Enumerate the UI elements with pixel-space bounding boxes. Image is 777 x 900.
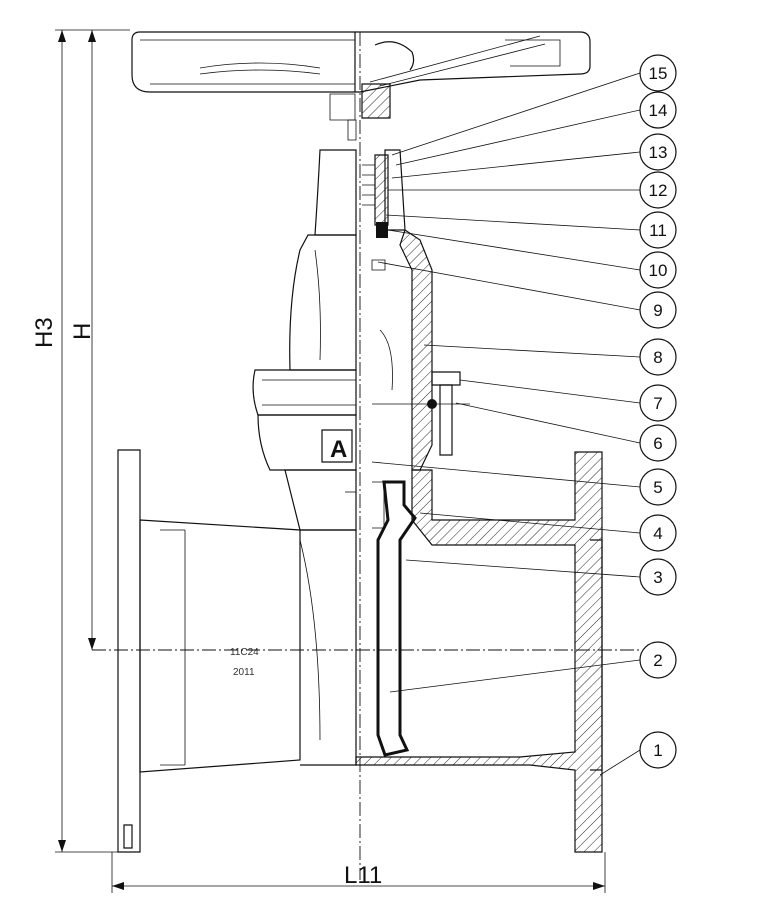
dimension-h-label: H: [69, 323, 96, 340]
svg-text:3: 3: [653, 568, 662, 587]
svg-text:11: 11: [649, 221, 667, 240]
svg-text:8: 8: [653, 348, 662, 367]
callout-11: 11: [639, 211, 677, 249]
brand-logo: A: [330, 436, 347, 463]
callout-6: 6: [639, 424, 677, 462]
callout-9: 9: [639, 291, 677, 329]
callout-3: 3: [639, 558, 677, 596]
callout-7: 7: [639, 384, 677, 422]
svg-text:1: 1: [653, 741, 662, 760]
dimension-h3: [55, 29, 130, 853]
callout-leaders: [371, 72, 641, 776]
callout-12: 12: [639, 171, 677, 209]
callout-13: 13: [639, 133, 677, 171]
callout-5: 5: [639, 468, 677, 506]
svg-text:4: 4: [653, 524, 662, 543]
svg-text:10: 10: [649, 261, 668, 280]
callout-2: 2: [639, 641, 677, 679]
svg-text:12: 12: [649, 181, 668, 200]
callout-8: 8: [639, 338, 677, 376]
svg-text:2: 2: [653, 651, 662, 670]
svg-text:7: 7: [653, 394, 662, 413]
handwheel: [131, 31, 591, 141]
section-view: [355, 149, 603, 853]
callout-1: 1: [639, 731, 677, 769]
casting-mark-line2: 2011: [233, 667, 255, 678]
svg-text:9: 9: [653, 301, 662, 320]
bonnet-exterior: A: [252, 149, 357, 531]
callout-4: 4: [639, 514, 677, 552]
dimension-h: [88, 30, 96, 650]
callout-10: 10: [639, 251, 677, 289]
dimension-l11-label: L11: [344, 862, 382, 889]
dimension-l11: [111, 852, 606, 893]
callout-15: 15: [639, 54, 677, 92]
callout-14: 14: [639, 91, 677, 129]
svg-text:13: 13: [649, 143, 668, 162]
svg-text:5: 5: [653, 478, 662, 497]
svg-text:15: 15: [649, 64, 668, 83]
svg-text:6: 6: [653, 434, 662, 453]
svg-text:14: 14: [649, 101, 668, 120]
casting-mark-line1: 11C24: [230, 647, 259, 658]
dimension-h3-label: H3: [31, 317, 58, 348]
valve-body-exterior: 11C24 2011: [117, 449, 357, 853]
